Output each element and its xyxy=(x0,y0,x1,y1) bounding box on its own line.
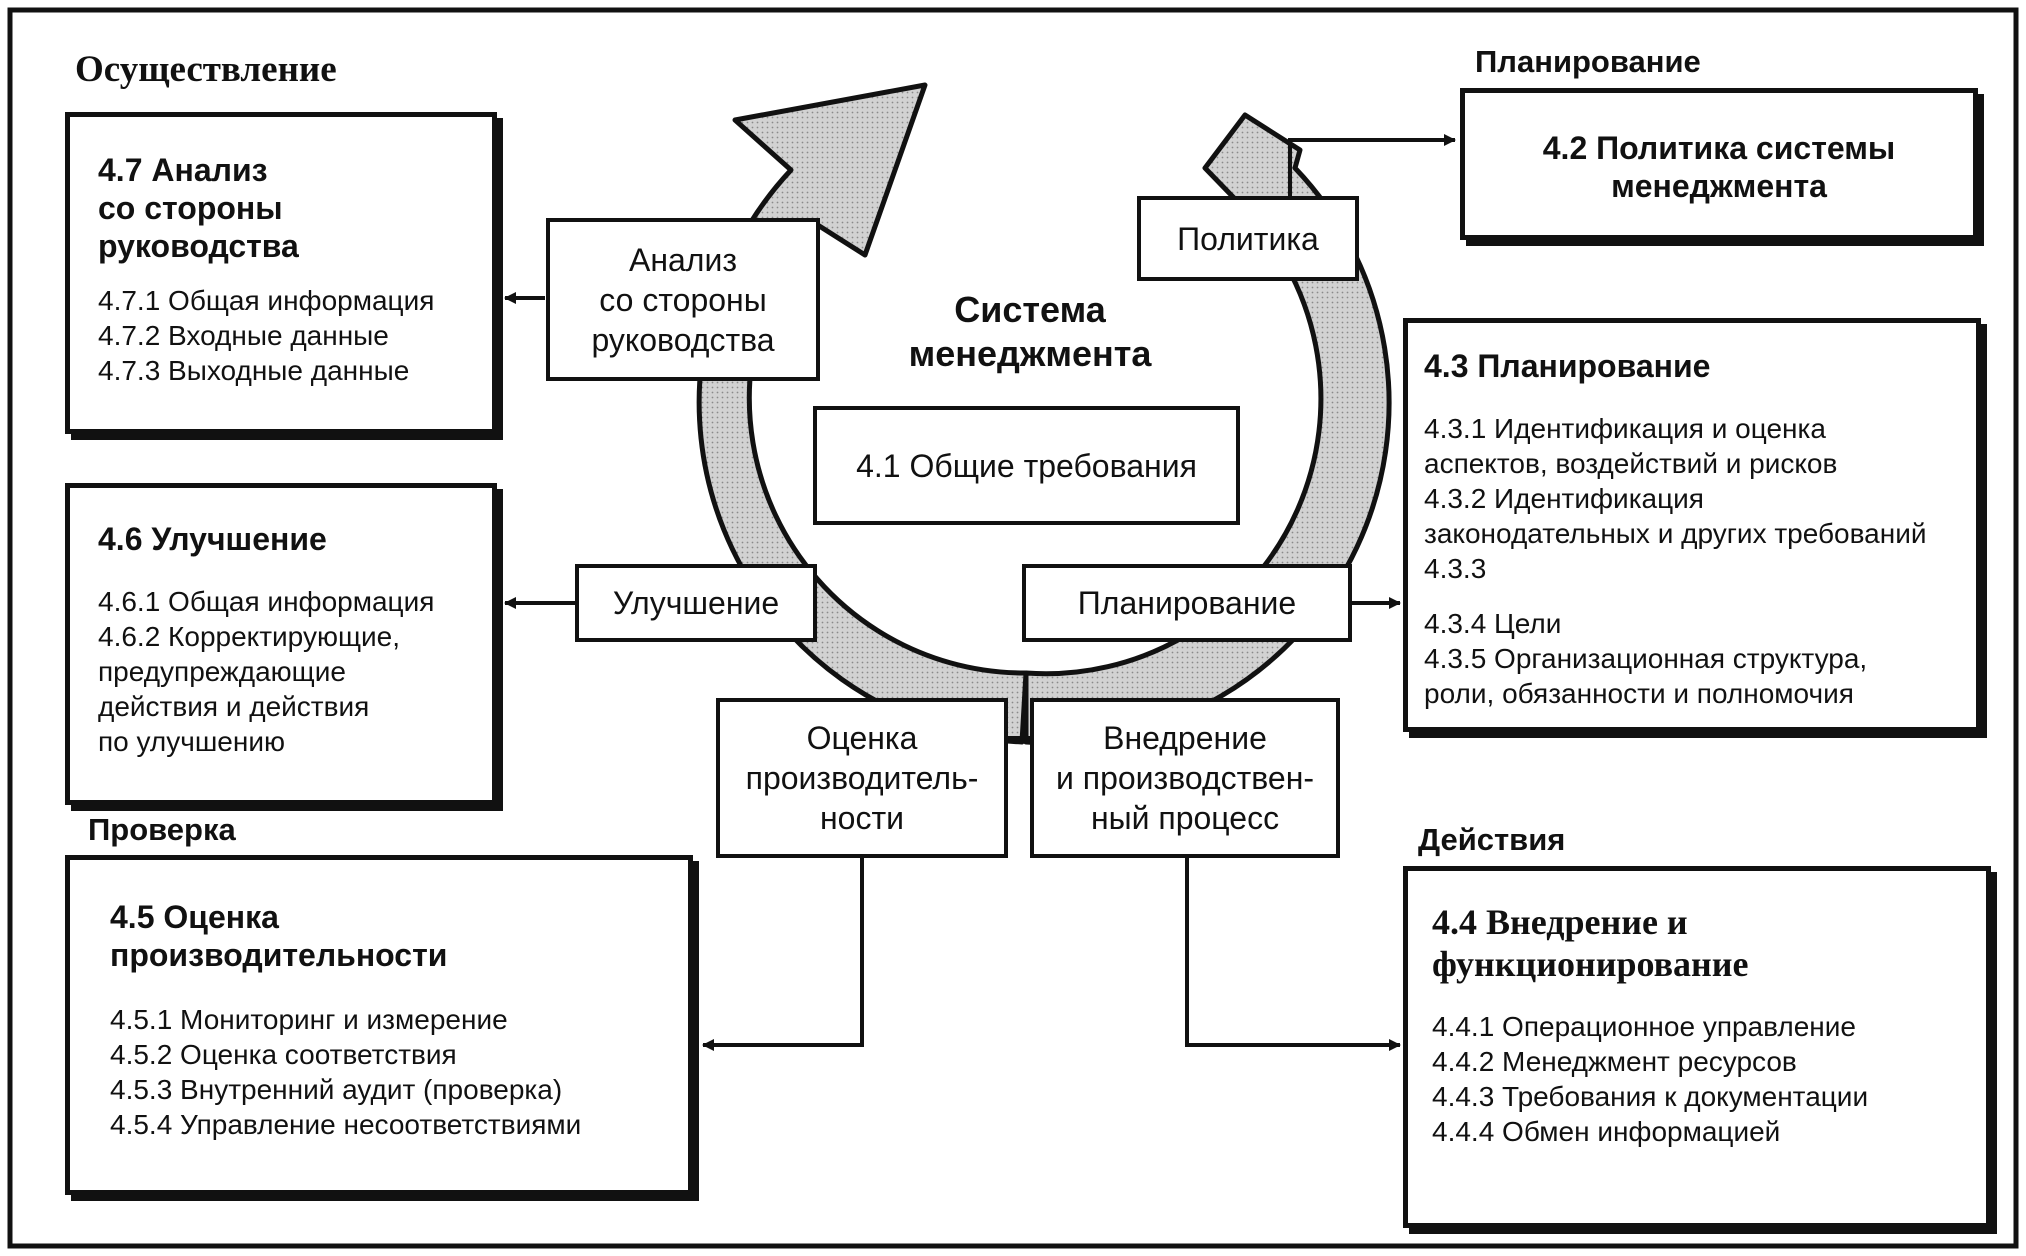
arrow-policy-to-42 xyxy=(1288,134,1456,200)
list-item: 4.5.3 Внутренний аудит (проверка) xyxy=(110,1074,563,1105)
box-4-7-title: 4.7 Анализ со стороны руководства xyxy=(98,152,299,264)
list-item: 4.3.1 Идентификация и оценка аспектов, в… xyxy=(1424,413,1838,479)
phase-planning: Планирование xyxy=(1475,44,1701,79)
box-4-5-title: 4.5 Оценка производительности xyxy=(110,899,448,973)
phase-check: Проверка xyxy=(88,812,236,847)
list-item: 4.6.2 Корректирующие, предупреждающие де… xyxy=(98,621,400,757)
list-item: 4.5.4 Управление несоответствиями xyxy=(110,1109,582,1140)
cycle-label-improvement: Улучшение xyxy=(575,564,817,642)
list-item: 4.7.2 Входные данные xyxy=(98,320,389,351)
outer-frame xyxy=(7,7,2019,1249)
box-4-3-items: 4.3.1 Идентификация и оценка аспектов, в… xyxy=(1424,411,1976,711)
box-4-7-management-review: 4.7 Анализ со стороны руководства 4.7.1 … xyxy=(65,112,497,434)
box-4-5-items: 4.5.1 Мониторинг и измерение 4.5.2 Оценк… xyxy=(110,1002,688,1142)
box-4-5-performance-evaluation: 4.5 Оценка производительности 4.5.1 Мони… xyxy=(65,855,693,1195)
cycle-label-performance: Оценка производитель- ности xyxy=(716,698,1008,858)
list-item: 4.7.1 Общая информация xyxy=(98,285,435,316)
list-item: 4.3.4 Цели xyxy=(1424,608,1562,639)
list-item: 4.5.1 Мониторинг и измерение xyxy=(110,1004,508,1035)
list-item: 4.4.4 Обмен информацией xyxy=(1432,1116,1781,1147)
cycle-label-planning: Планирование xyxy=(1022,564,1352,642)
arrow-performance-to-45 xyxy=(702,855,864,1051)
list-item: 4.4.3 Требования к документации xyxy=(1432,1081,1869,1112)
list-item: 4.5.2 Оценка соответствия xyxy=(110,1039,457,1070)
list-item: 4.3.3 xyxy=(1424,553,1487,584)
list-item: 4.4.1 Операционное управление xyxy=(1432,1011,1856,1042)
box-4-2-title: 4.2 Политика системы менеджмента xyxy=(1542,130,1896,204)
arrow-implementation-to-44 xyxy=(1185,855,1401,1051)
list-item: 4.3.5 Организационная структура, роли, о… xyxy=(1424,643,1868,709)
box-4-4-implementation-operation: 4.4 Внедрение и функционирование 4.4.1 О… xyxy=(1403,866,1991,1228)
list-item: 4.3.2 Идентификация законодательных и др… xyxy=(1424,483,1927,549)
box-4-6-items: 4.6.1 Общая информация 4.6.2 Корректирую… xyxy=(98,584,492,759)
cycle-label-policy: Политика xyxy=(1137,196,1359,281)
cycle-label-implementation: Внедрение и производствен- ный процесс xyxy=(1030,698,1340,858)
phase-implementation: Осуществление xyxy=(75,49,337,90)
list-item: 4.6.1 Общая информация xyxy=(98,586,435,617)
center-title: Система менеджмента xyxy=(908,289,1152,374)
box-4-6-title: 4.6 Улучшение xyxy=(98,521,327,557)
box-4-6-improvement: 4.6 Улучшение 4.6.1 Общая информация 4.6… xyxy=(65,483,497,805)
box-4-4-items: 4.4.1 Операционное управление 4.4.2 Мене… xyxy=(1432,1009,1986,1149)
box-4-2-system-policy: 4.2 Политика системы менеджмента xyxy=(1460,88,1978,240)
box-4-3-planning: 4.3 Планирование 4.3.1 Идентификация и о… xyxy=(1403,318,1981,732)
box-4-4-title: 4.4 Внедрение и функционирование xyxy=(1432,902,1749,984)
center-general-requirements-box: 4.1 Общие требования xyxy=(813,406,1240,525)
cycle-label-review: Анализ со стороны руководства xyxy=(546,218,820,381)
list-item: 4.7.3 Выходные данные xyxy=(98,355,410,386)
phase-actions: Действия xyxy=(1418,822,1566,857)
box-4-3-title: 4.3 Планирование xyxy=(1424,348,1711,384)
box-4-7-items: 4.7.1 Общая информация 4.7.2 Входные дан… xyxy=(98,283,492,388)
list-item: 4.4.2 Менеджмент ресурсов xyxy=(1432,1046,1797,1077)
